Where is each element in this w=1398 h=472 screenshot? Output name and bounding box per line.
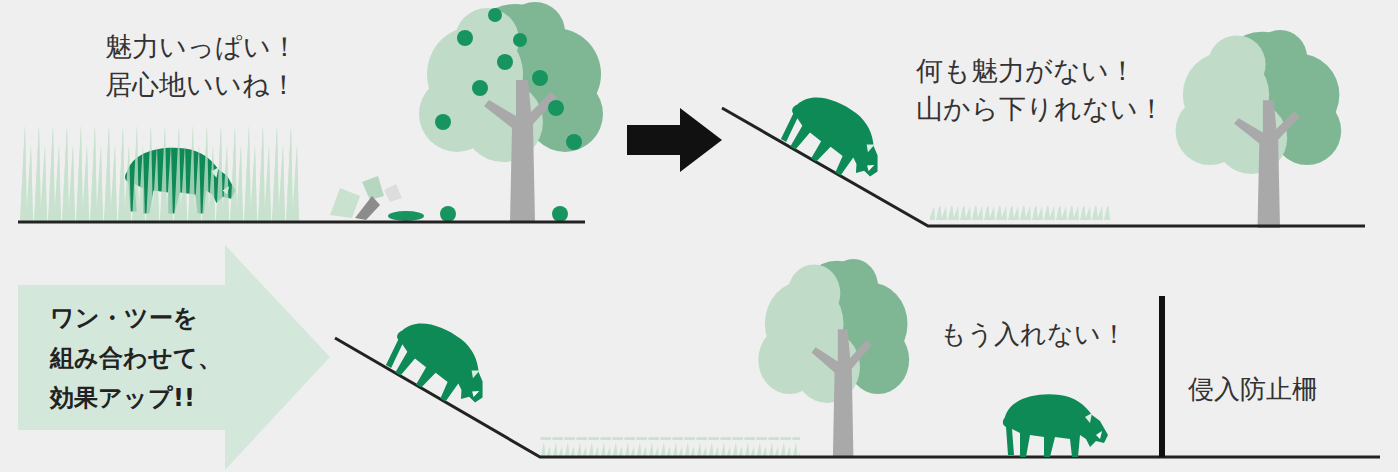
arrow-box: ワン・ツーを 組み合わせて、 効果アップ!! [18,245,330,470]
speech-text: 何も魅力がない！ 山から下りれない！ [916,52,1165,128]
grass [20,120,300,222]
tree [419,2,603,222]
arrow-shape [18,245,330,470]
boar [380,310,502,417]
fence [1159,296,1165,457]
slope-line [335,338,1380,457]
grass [930,206,1110,226]
ground-line [18,221,585,224]
arrow-text: ワン・ツーを 組み合わせて、 効果アップ!! [50,298,222,418]
fallen-fruit [388,206,568,222]
speech-text: 魅力いっぱい！ 居心地いいね！ [105,28,298,104]
speech-text: もう入れない！ [940,318,1127,350]
boar [1003,394,1108,457]
grass [540,437,800,457]
fence-label: 侵入防止柵 [1188,373,1318,405]
boar [775,84,897,191]
grass [20,120,300,222]
tree [1176,30,1342,228]
arrow [627,108,722,172]
tree [758,259,909,457]
